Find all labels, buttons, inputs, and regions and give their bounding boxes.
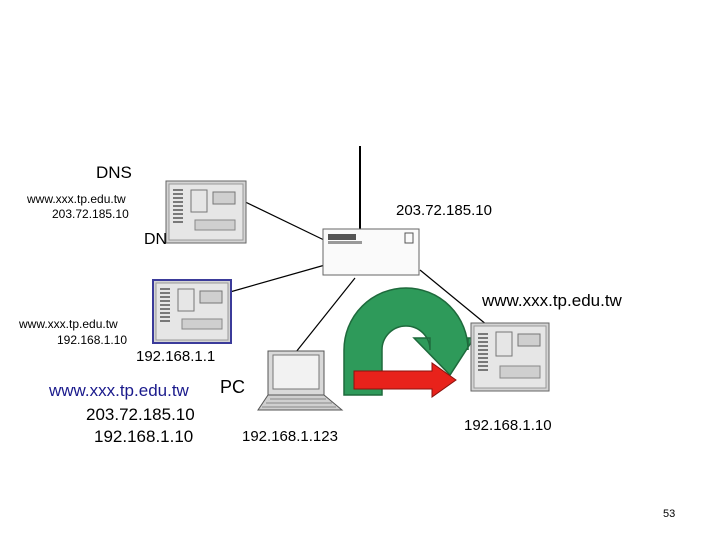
dns-public-ip-label: 203.72.185.10 bbox=[52, 207, 129, 221]
gateway-ip-label: 192.168.1.1 bbox=[136, 348, 216, 365]
dns-server-icon bbox=[165, 180, 247, 244]
web-server-icon bbox=[470, 322, 550, 392]
pc-label: PC bbox=[220, 377, 246, 397]
internal-dns-host-label: www.xxx.tp.edu.tw bbox=[19, 317, 118, 331]
u-turn-arrow bbox=[343, 287, 476, 396]
record-host-label: www.xxx.tp.edu.tw bbox=[49, 381, 189, 400]
router-icon bbox=[322, 228, 420, 276]
internal-dns-router-line bbox=[229, 264, 326, 293]
router-ip-label: 203.72.185.10 bbox=[396, 202, 492, 219]
internal-dns-ip-label: 192.168.1.10 bbox=[57, 333, 128, 347]
web-server-ip-label: 192.168.1.10 bbox=[464, 417, 552, 434]
laptop-icon bbox=[256, 350, 346, 416]
dns-host-label: www.xxx.tp.edu.tw bbox=[27, 192, 126, 206]
record-private-ip-label: 192.168.1.10 bbox=[94, 427, 194, 446]
redirect-arrow bbox=[353, 362, 457, 398]
router-webserver-line bbox=[419, 269, 488, 326]
page-number: 53 bbox=[663, 508, 676, 520]
dn-label: DN bbox=[144, 231, 168, 248]
dns-router-line bbox=[234, 196, 325, 241]
dns-label: DNS bbox=[96, 163, 132, 182]
internal-dns-server-icon bbox=[152, 279, 232, 344]
pc-ip-label: 192.168.1.123 bbox=[242, 428, 338, 445]
record-public-ip-label: 203.72.185.10 bbox=[86, 405, 195, 424]
router-pc-line bbox=[295, 277, 356, 353]
web-server-host-label: www.xxx.tp.edu.tw bbox=[482, 291, 622, 310]
